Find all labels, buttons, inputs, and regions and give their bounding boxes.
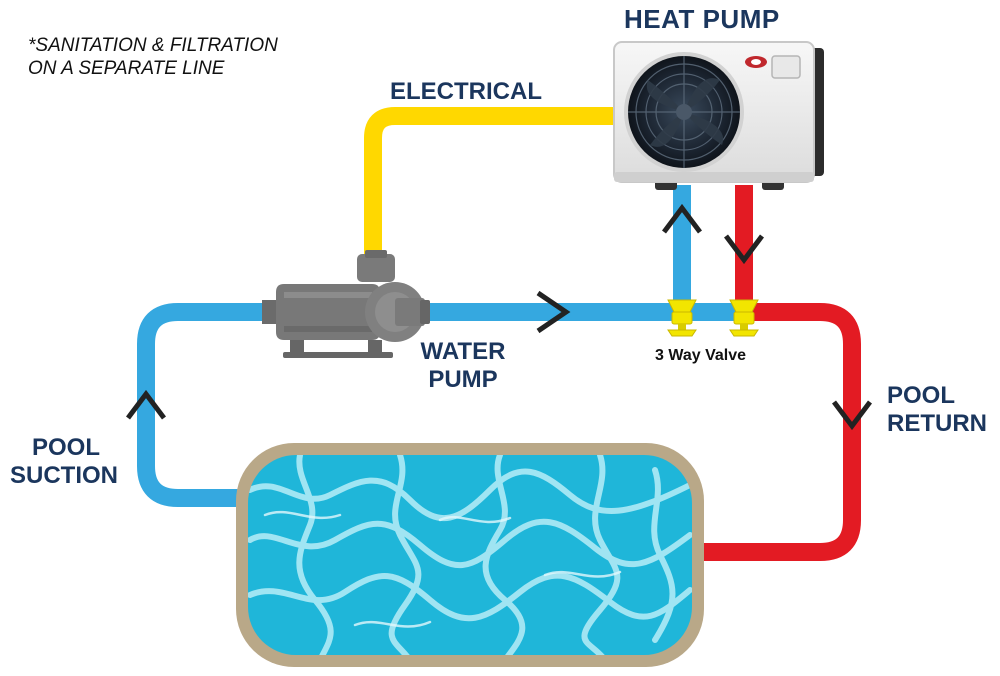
- valve-label: 3 Way Valve: [655, 347, 747, 364]
- chevron-flow-icon: [662, 203, 702, 234]
- electrical-label: ELECTRICAL: [390, 78, 542, 105]
- note-line-1: *SANITATION & FILTRATION: [28, 35, 278, 56]
- pool-suction-line: [137, 303, 262, 507]
- chevron-flow-icon: [724, 234, 764, 265]
- pool-suction-label-line-1: POOL: [32, 434, 101, 461]
- pool-return-label: POOL RETURN: [887, 382, 987, 437]
- chevron-flow-icon: [126, 389, 166, 420]
- three-way-valve-icon: [667, 299, 697, 337]
- note-line-2: ON A SEPARATE LINE: [28, 58, 225, 80]
- pool-return-label-line-1: POOL: [887, 382, 956, 409]
- water-pump-label-line-1: WATER: [420, 338, 506, 365]
- water-pump-icon: [262, 250, 430, 358]
- water-pump-label-line-2: PUMP: [428, 365, 498, 393]
- chevron-flow-icon: [536, 290, 571, 334]
- heat-pump-label: HEAT PUMP: [624, 4, 780, 34]
- heat-pump-unit-icon: [613, 41, 824, 190]
- pool-return-line: [690, 303, 861, 561]
- pool-suction-label: POOL SUCTION: [2, 434, 126, 489]
- pool-suction-label-line-2: SUCTION: [10, 461, 118, 489]
- pool: [236, 443, 704, 667]
- chevron-flow-icon: [832, 400, 872, 431]
- electrical-line: [364, 107, 615, 272]
- note-text: *SANITATION & FILTRATION ON A SEPARATE L…: [28, 34, 278, 80]
- three-way-valve-icon: [729, 299, 759, 337]
- water-pump-label: WATER PUMP: [398, 338, 528, 393]
- pool-return-label-line-2: RETURN: [887, 409, 987, 437]
